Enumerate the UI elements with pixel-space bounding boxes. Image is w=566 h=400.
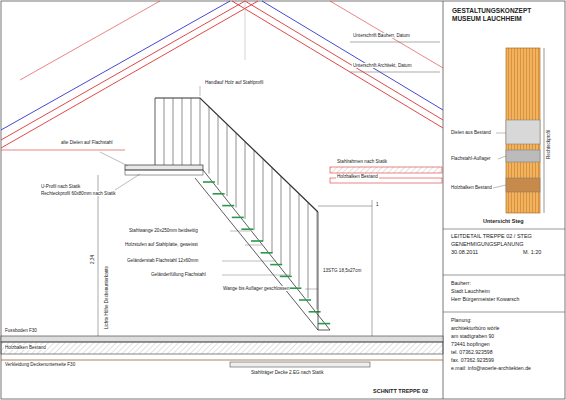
railing-bar <box>299 194 300 287</box>
annotation-label: fax. 07362.923599 <box>450 358 495 364</box>
annotation-label: 13STG 18,5x27cm <box>322 268 362 273</box>
annotation-label: Holzbalken Bestand <box>450 185 493 190</box>
railing-bar <box>317 211 318 310</box>
annotation-label: Geländerstab Flachstahl 12x60mm <box>126 258 199 263</box>
railing-bar <box>245 141 246 218</box>
stair-tread <box>241 228 253 230</box>
annotation-label: Wange bis Auflager geschlossen <box>222 286 290 291</box>
annotation-label: am stadtgraben 90 <box>450 334 495 340</box>
annotation-label: tel. 07362.923598 <box>450 350 494 356</box>
annotation-label: Holzstufen auf Stahlplatte, geweisst <box>124 242 199 247</box>
stair-tread <box>213 193 225 195</box>
railing-bar <box>236 133 237 208</box>
annotation-label: architekturbüro wörle <box>450 326 500 332</box>
railing-bar <box>227 124 228 196</box>
stair-tread <box>251 240 263 242</box>
annotation-label: Stahlträger Decke 2.EG nach Statik <box>250 370 325 375</box>
annotation-label: 2,34 <box>90 254 95 265</box>
annotation-label: Geländerfüllung Flachstahl <box>150 272 207 277</box>
annotation-label: alte Dielen auf Flachstahl <box>60 140 114 145</box>
annotation-label: U-Profil nach Statik <box>40 184 81 189</box>
railing-bar <box>308 202 309 298</box>
railing-bar <box>200 98 201 165</box>
sheet-title: GESTALTUNGSKONZEPT MUSEUM LAUCHHEIM <box>452 7 552 23</box>
stair-tread <box>203 181 215 183</box>
annotation-label: Bauherr: <box>450 281 472 287</box>
annotation-label: Herr Bürgermeister Kowarsch <box>450 297 520 303</box>
annotation-label: Dielen aus Bestand <box>450 130 492 135</box>
stair-tread <box>270 264 282 266</box>
annotation-label: SCHNITT TREPPE 02 <box>372 388 429 394</box>
annotation-label: Stadt Lauchheim <box>450 289 491 295</box>
annotation-label: 1 <box>375 202 380 207</box>
annotation-label: Rechteckprofil 60x80mm nach Statik <box>40 191 117 196</box>
annotation-label: Handlauf Holz auf Stahlprofil <box>204 80 264 85</box>
annotation-label: M. 1:20 <box>522 249 542 255</box>
annotation-label: Planung: <box>450 318 472 324</box>
railing-bar <box>263 159 264 242</box>
railing-bar <box>209 107 210 174</box>
railing-bar <box>164 98 165 165</box>
railing-bar <box>182 98 183 165</box>
railing-bar <box>191 98 192 165</box>
railing-bar <box>218 115 219 185</box>
railing-bar <box>254 150 255 230</box>
stair-tread <box>299 299 311 301</box>
annotation-label: Stahlwange 20x250mm beidseitig <box>128 228 199 233</box>
railing-bar <box>281 176 282 264</box>
annotation-label: Stahlrahmen nach Statik <box>336 159 388 164</box>
annotation-label: Untersicht Steg <box>482 218 525 224</box>
annotation-label: Rechteckprofil <box>546 129 551 160</box>
stair-tread <box>318 323 330 325</box>
annotation-label: Unterschrift Bauherr, Datum <box>352 33 411 38</box>
annotation-label: Fussboden F30 <box>4 328 38 333</box>
railing-bar <box>272 168 273 253</box>
railing-bar <box>290 185 291 276</box>
stair-tread <box>309 311 321 313</box>
stair-tread <box>232 217 244 219</box>
stair-tread <box>289 287 301 289</box>
annotation-label: Lichte Höhe Deckenunterkante <box>104 265 109 330</box>
annotation-label: Holzbalken Bestand <box>336 174 379 179</box>
annotation-label: Flachstahl-Auflager <box>450 156 492 161</box>
railing-bar <box>173 98 174 165</box>
annotation-label: GENEHMIGUNGSPLANUNG <box>450 241 524 247</box>
stair-tread <box>261 252 273 254</box>
annotation-label: LEITDETAIL TREPPE 02 / STEG <box>450 233 533 239</box>
annotation-label: 73441 bopfingen <box>450 342 491 348</box>
annotation-label: Unterschrift Architekt, Datum <box>352 63 412 68</box>
annotation-label: Holzbalken Bestand <box>4 345 47 350</box>
annotation-label: Verkleidung Deckenunterseite F30 <box>4 362 76 367</box>
stair-tread <box>280 276 292 278</box>
stair-tread <box>222 205 234 207</box>
annotation-label: 30.08.2011 <box>450 249 479 255</box>
annotation-label: e.mail: info@woerle-architekten.de <box>450 366 532 372</box>
